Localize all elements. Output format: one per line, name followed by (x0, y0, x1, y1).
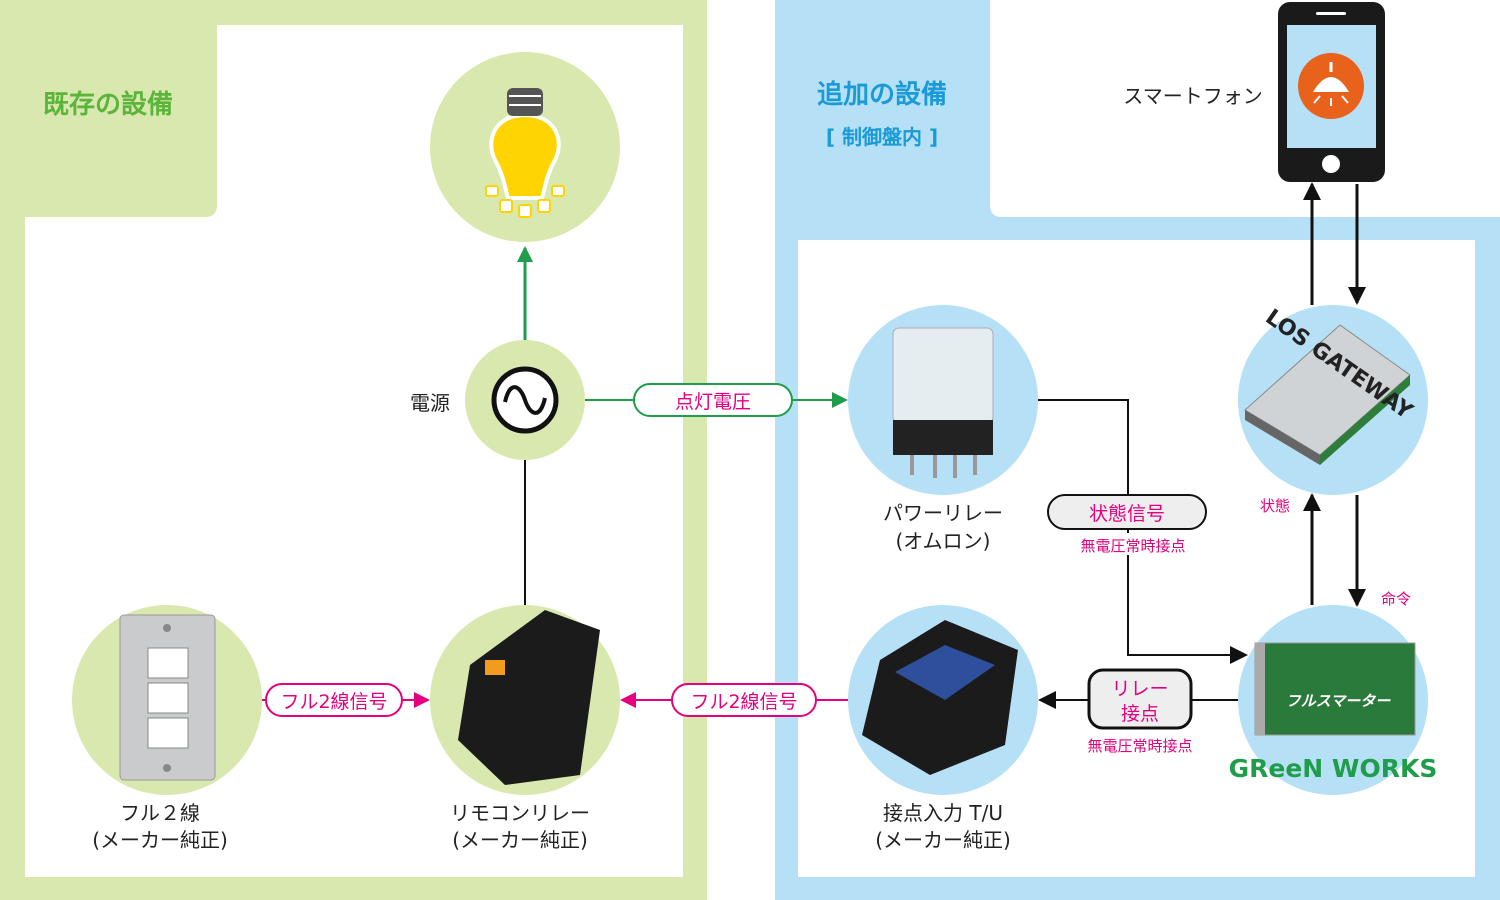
ac-source-icon (491, 366, 559, 434)
smartphone (1278, 2, 1385, 182)
full2-left-badge: フル2線信号 (265, 683, 403, 717)
existing-title: 既存の設備 (43, 89, 173, 120)
contact-tu-label-2: (メーカー純正) (875, 828, 1011, 852)
relay-contact-label-1: リレー (1111, 678, 1168, 700)
relay-contact-label-2: 接点 (1121, 703, 1159, 725)
full2-left-label: フル2線信号 (280, 691, 387, 713)
power-label: 電源 (410, 391, 450, 415)
lamp-app-icon (1298, 53, 1364, 119)
full2-switch-image (119, 614, 216, 781)
power-relay-image (892, 327, 994, 478)
relay-contact-sub: 無電圧常時接点 (1087, 737, 1192, 755)
added-title: 追加の設備 (817, 79, 947, 110)
contact-input-tu-image (862, 620, 1018, 775)
relay-label-2: (オムロン) (895, 529, 990, 553)
lighting-voltage-badge: 点灯電圧 (633, 383, 793, 417)
fullsmarter-image: フルスマーター (1254, 642, 1416, 736)
added-subtitle: [ 制御盤内 ] (826, 125, 938, 149)
relay-label-1: パワーリレー (883, 501, 1003, 525)
full2-right-label: フル2線信号 (690, 691, 797, 713)
remocon-label-2: (メーカー純正) (452, 828, 588, 852)
switch-label-1: フル２線 (120, 801, 200, 825)
status-signal-label: 状態信号 (1089, 503, 1165, 525)
status-signal-sub: 無電圧常時接点 (1080, 537, 1185, 555)
status-label: 状態 (1260, 497, 1290, 515)
relay-contact-badge: リレー 接点 (1087, 668, 1193, 730)
remocon-relay-image (458, 610, 600, 785)
greenworks-logo: GReeN WORKS (1229, 754, 1438, 783)
switch-label-2: (メーカー純正) (92, 828, 228, 852)
contact-tu-label-1: 接点入力 T/U (883, 801, 1003, 825)
remocon-label-1: リモコンリレー (450, 801, 590, 825)
lighting-voltage-label: 点灯電圧 (675, 391, 751, 413)
full2-right-badge: フル2線信号 (671, 683, 817, 717)
status-signal-badge: 状態信号 (1047, 494, 1207, 530)
command-label: 命令 (1381, 590, 1411, 608)
light-bulb-icon (485, 88, 565, 218)
smartphone-label: スマートフォン (1123, 84, 1262, 108)
fullsmarter-logo: フルスマーター (1286, 692, 1392, 710)
